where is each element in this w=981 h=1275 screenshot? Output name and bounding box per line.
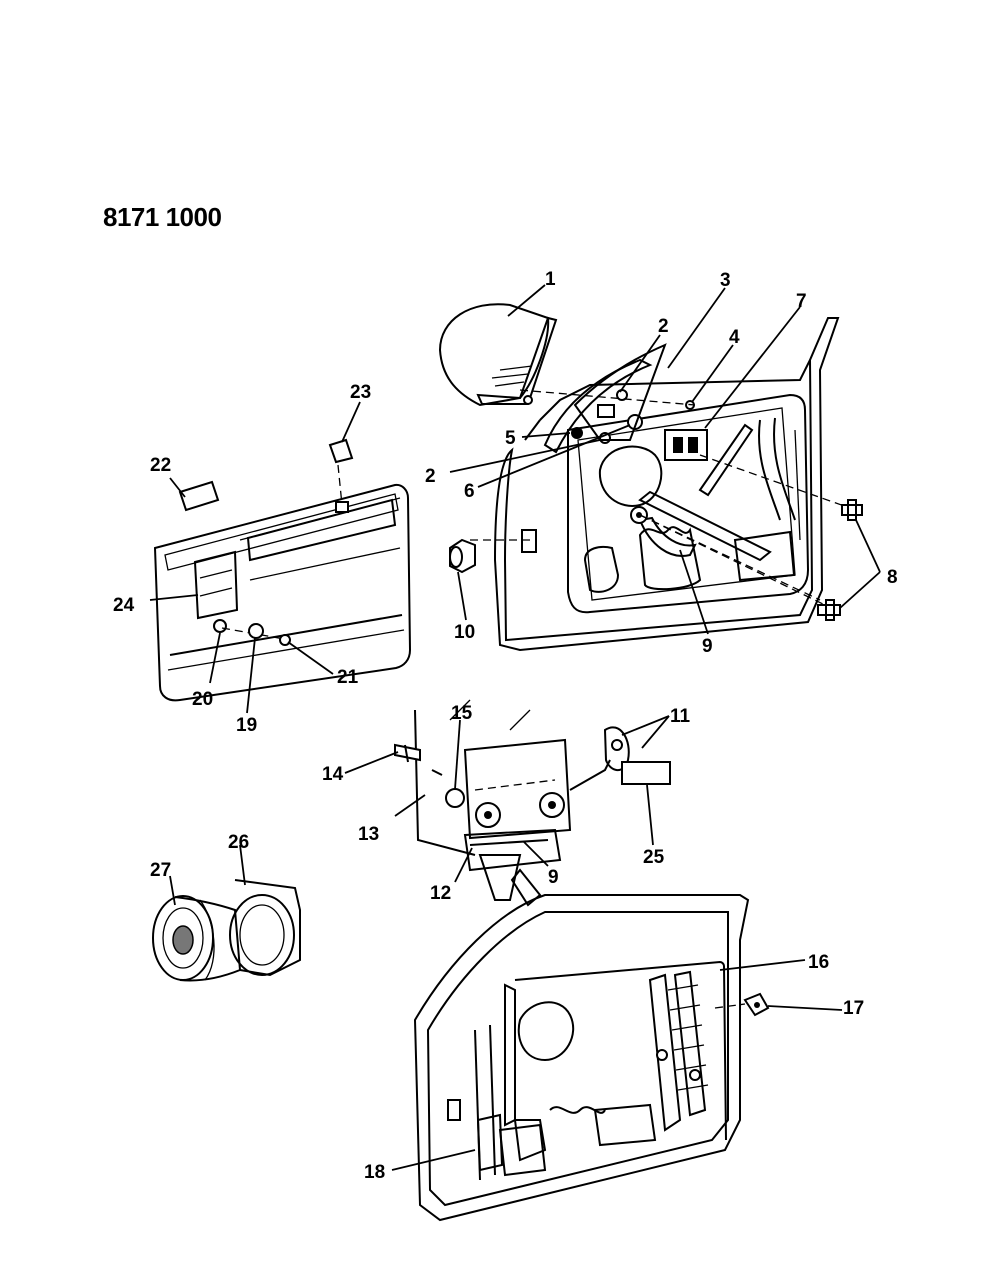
- callout-9-upper: 9: [702, 636, 713, 657]
- drawing-number: 8171 1000: [103, 202, 221, 232]
- callout-6: 6: [464, 481, 475, 502]
- callout-8: 8: [887, 567, 898, 588]
- callout-25: 25: [643, 847, 665, 868]
- callout-1: 1: [545, 269, 556, 290]
- door-lock-cylinder: [449, 538, 476, 574]
- callout-14: 14: [322, 764, 344, 785]
- callout-22: 22: [150, 455, 171, 476]
- callout-labels: 1 2 2 3 4 5 6 7 8 9 9 10 11 12 13 14 15 …: [113, 269, 898, 1183]
- callout-26: 26: [228, 832, 249, 853]
- callout-24: 24: [113, 595, 135, 616]
- callout-16: 16: [808, 952, 829, 973]
- callout-23: 23: [350, 382, 371, 403]
- vent-glass: [573, 343, 667, 441]
- regulator-channel-detail: [394, 699, 630, 907]
- callout-13: 13: [358, 824, 379, 845]
- bolts: [817, 499, 863, 621]
- callout-15: 15: [451, 703, 473, 724]
- callout-10: 10: [454, 622, 475, 643]
- callout-2-upper: 2: [658, 316, 669, 337]
- switch-bezel: [178, 480, 220, 512]
- door-label: [621, 761, 671, 785]
- bolt-17: [714, 992, 770, 1017]
- trim-clip: [328, 438, 354, 464]
- callout-9-lower: 9: [548, 867, 559, 888]
- callout-12: 12: [430, 883, 451, 904]
- callout-19: 19: [236, 715, 257, 736]
- callout-3: 3: [720, 270, 731, 291]
- callout-2-lower: 2: [425, 466, 436, 487]
- callout-5: 5: [505, 428, 516, 449]
- callout-27: 27: [150, 860, 171, 881]
- knob-21: [279, 634, 291, 646]
- callout-7: 7: [796, 291, 807, 312]
- side-mirror: [438, 303, 558, 407]
- callout-20: 20: [192, 689, 213, 710]
- knob-19: [248, 623, 264, 639]
- callout-21: 21: [337, 667, 359, 688]
- callout-18: 18: [364, 1162, 385, 1183]
- speaker-assembly: [152, 879, 301, 982]
- callout-17: 17: [843, 998, 864, 1019]
- lower-door-assembly: [413, 894, 750, 1222]
- callout-4: 4: [729, 327, 740, 348]
- leader-lines: [149, 284, 881, 1171]
- upper-door-assembly: [470, 317, 851, 652]
- callout-11: 11: [670, 706, 691, 727]
